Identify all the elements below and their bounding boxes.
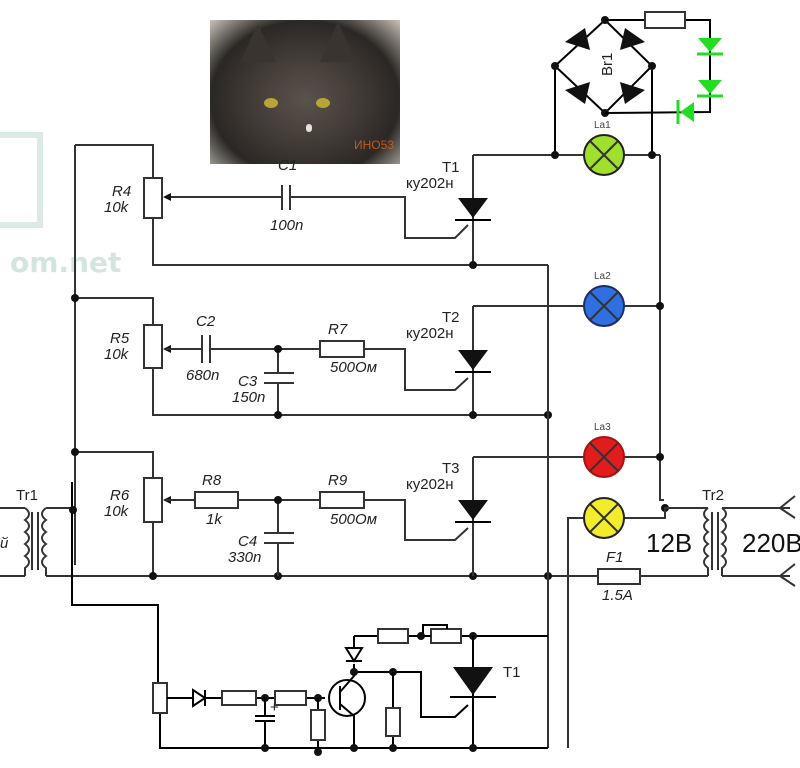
- cat-photo: ИНО53: [210, 20, 400, 164]
- transformer-tr2: Tr2 12В 220В: [600, 487, 800, 587]
- svg-text:T2: T2: [442, 309, 460, 326]
- svg-text:R5: R5: [110, 330, 130, 347]
- svg-text:C1: C1: [278, 157, 297, 174]
- svg-text:R6: R6: [110, 487, 130, 504]
- svg-text:680n: 680n: [186, 367, 219, 384]
- svg-text:F1: F1: [606, 549, 624, 566]
- transformer-tr1: Tr1 й: [0, 487, 75, 577]
- lamp-la3: La3: [583, 422, 625, 478]
- cat-eye: [264, 98, 278, 108]
- svg-text:12В: 12В: [646, 528, 692, 558]
- svg-text:R9: R9: [328, 472, 348, 489]
- svg-text:La3: La3: [594, 422, 611, 433]
- svg-text:1k: 1k: [206, 511, 223, 528]
- capacitor-c2: C2 680n: [186, 313, 219, 384]
- resistor-r9: R9 500Ом: [319, 472, 377, 528]
- resistor-r7: R7 500Ом: [319, 321, 377, 376]
- svg-text:150n: 150n: [232, 389, 265, 406]
- svg-text:La2: La2: [594, 271, 611, 282]
- lamp-bus: [659, 155, 664, 501]
- svg-text:10k: 10k: [104, 199, 130, 216]
- thyristor-t2: T2 ку202н: [406, 305, 660, 419]
- control-circuit: + T1: [152, 624, 548, 756]
- watermark-text: om.net: [10, 246, 121, 279]
- svg-text:10k: 10k: [104, 503, 130, 520]
- svg-text:+: +: [270, 699, 279, 716]
- svg-text:500Ом: 500Ом: [330, 359, 377, 376]
- svg-text:ку202н: ку202н: [406, 325, 454, 342]
- capacitor-c3: C3 150n: [232, 345, 294, 419]
- svg-text:R4: R4: [112, 183, 131, 200]
- svg-text:220В: 220В: [742, 528, 800, 558]
- svg-text:La1: La1: [594, 120, 611, 131]
- svg-text:ку202н: ку202н: [406, 476, 454, 493]
- bridge-br1: Br1: [551, 11, 711, 159]
- cat-eye: [316, 98, 330, 108]
- svg-text:C3: C3: [238, 373, 258, 390]
- lamp-la4: [567, 497, 700, 748]
- svg-text:ку202н: ку202н: [406, 175, 454, 192]
- cat-ear: [240, 24, 276, 62]
- lamp-la1: La1: [583, 120, 625, 176]
- cat-nose: [306, 124, 312, 132]
- svg-text:Tr2: Tr2: [702, 487, 724, 504]
- svg-text:T1: T1: [503, 664, 521, 681]
- tr1-label: Tr1: [16, 487, 38, 504]
- svg-text:T3: T3: [442, 460, 460, 477]
- resistor-r8: R8 1k: [194, 472, 239, 528]
- thyristor-t1: T1 ку202н: [406, 154, 660, 269]
- potentiometer-r6: R6 10k: [104, 477, 469, 541]
- capacitor-c4: C4 330n: [228, 496, 294, 576]
- svg-text:R8: R8: [202, 472, 222, 489]
- svg-text:T1: T1: [442, 159, 460, 176]
- svg-text:C2: C2: [196, 313, 216, 330]
- svg-text:330n: 330n: [228, 549, 261, 566]
- svg-text:Br1: Br1: [599, 53, 616, 76]
- svg-text:1.5A: 1.5A: [602, 587, 633, 604]
- svg-text:500Ом: 500Ом: [330, 511, 377, 528]
- lamp-la2: La2: [583, 271, 625, 327]
- wire: [71, 482, 159, 683]
- photo-caption: ИНО53: [354, 138, 394, 152]
- tr1-winding-label: й: [0, 535, 9, 552]
- capacitor-c1: C1 100n: [270, 157, 303, 234]
- svg-text:R7: R7: [328, 321, 348, 338]
- fuse-f1: F1 1.5A: [597, 549, 641, 604]
- svg-text:10k: 10k: [104, 346, 130, 363]
- svg-text:C4: C4: [238, 533, 257, 550]
- svg-text:100n: 100n: [270, 217, 303, 234]
- left-bus: [71, 144, 548, 576]
- cat-ear: [320, 22, 356, 62]
- led-chain: [676, 38, 723, 124]
- potentiometer-r4: R4 10k: [104, 177, 469, 239]
- watermark: om.net: [0, 132, 121, 279]
- thyristor-t3: T3 ку202н: [406, 456, 660, 576]
- potentiometer-r5: R5 10k: [104, 324, 469, 391]
